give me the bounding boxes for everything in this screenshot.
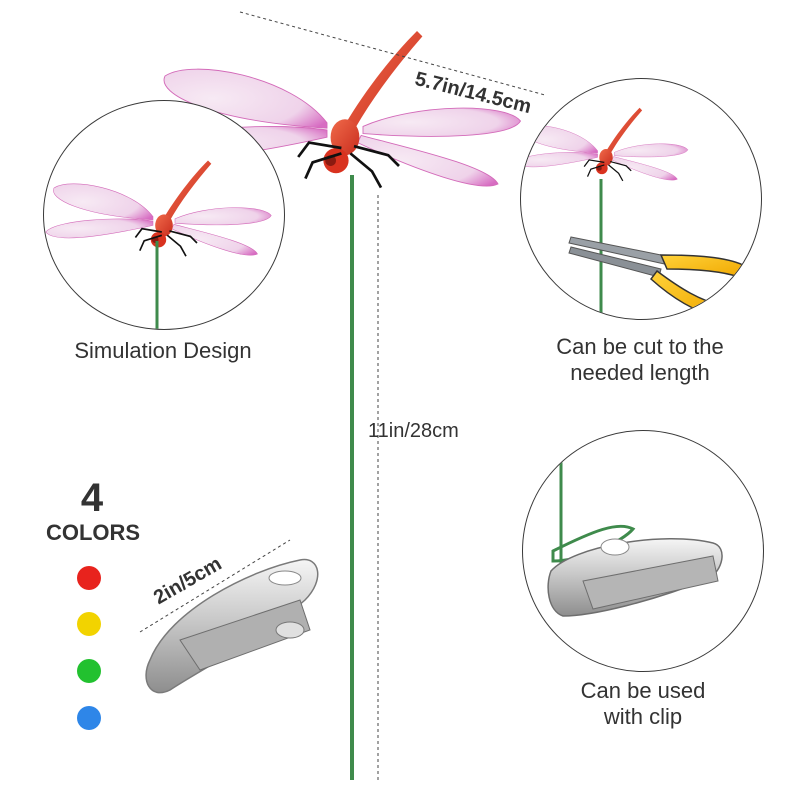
color-swatch-red — [77, 566, 101, 590]
detail-circle-clip — [522, 430, 764, 672]
colors-count: 4 — [80, 476, 104, 520]
colors-label: COLORS — [45, 520, 141, 545]
clip-caption-line2: with clip — [603, 704, 683, 729]
cut-caption-line1: Can be cut to the — [556, 334, 724, 359]
simulation-caption: Simulation Design — [74, 338, 252, 363]
color-swatch-green — [77, 659, 101, 683]
stake-length-label: 11in/28cm — [368, 420, 459, 442]
dragonfly-closeup — [44, 159, 273, 329]
detail-circle-cut — [520, 78, 762, 320]
cut-caption: Can be cut to the needed length — [505, 334, 775, 386]
clip-dimension-line — [139, 539, 291, 633]
color-swatch-yellow — [77, 612, 101, 636]
color-swatch-blue — [77, 706, 101, 730]
clip-image — [145, 558, 319, 694]
wingspan-dimension-line — [239, 11, 546, 96]
pliers-closeup — [521, 107, 744, 319]
detail-circle-simulation — [43, 100, 285, 330]
cut-caption-line2: needed length — [570, 360, 710, 385]
clip-caption-line1: Can be used — [580, 678, 706, 703]
clip-closeup — [547, 431, 723, 617]
clip-caption: Can be used with clip — [520, 678, 766, 730]
pliers-icon — [568, 236, 744, 318]
